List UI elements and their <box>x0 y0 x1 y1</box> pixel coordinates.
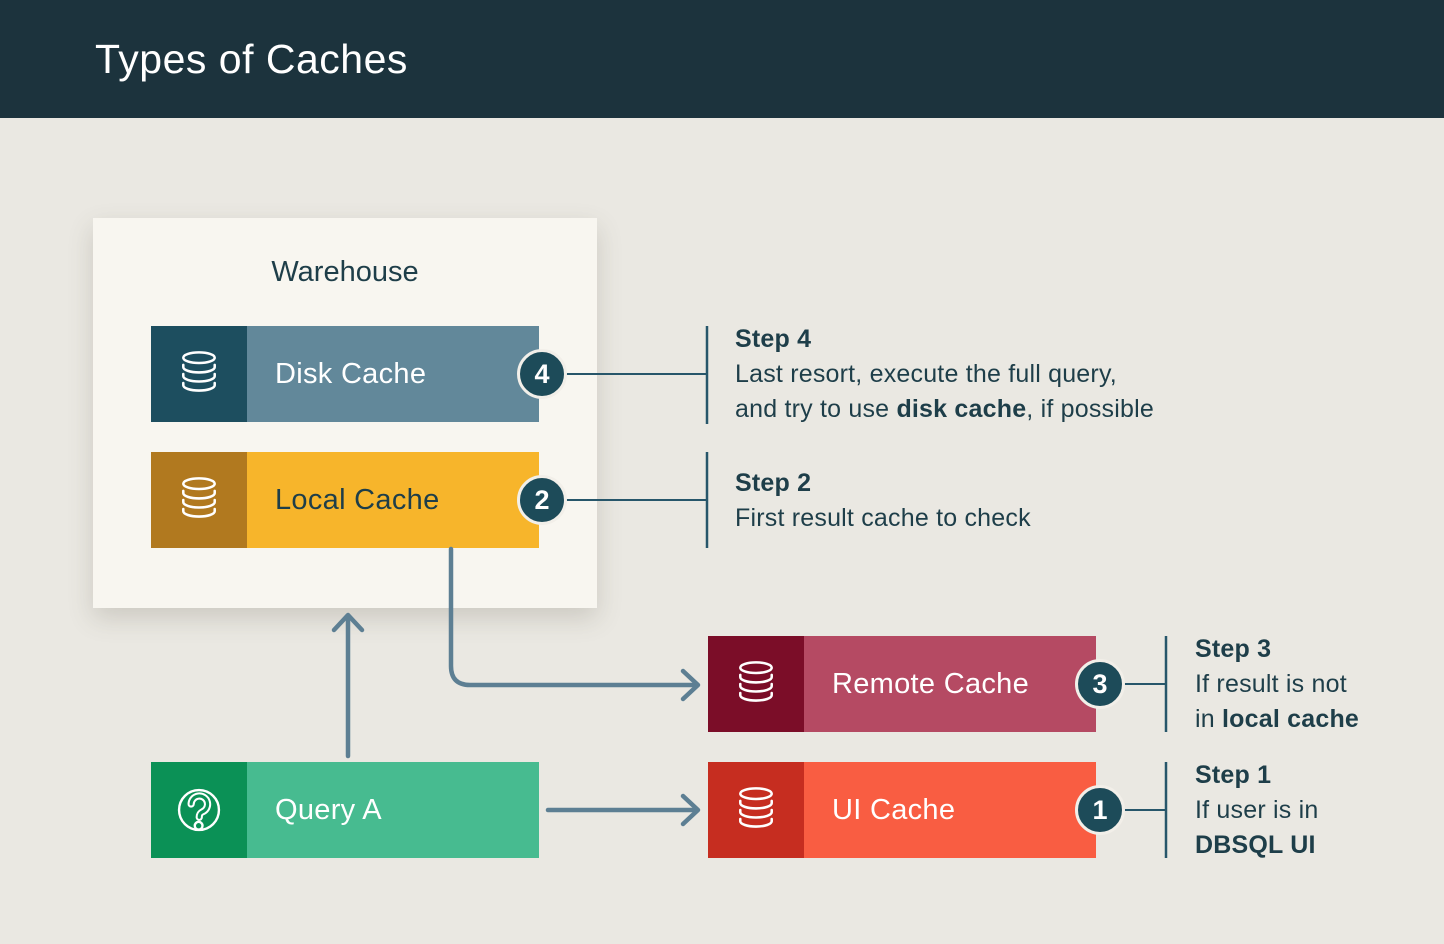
database-icon <box>151 452 247 548</box>
database-icon <box>708 636 804 732</box>
node-ui-cache: UI Cache <box>708 762 1096 858</box>
step-badge-2: 2 <box>517 475 567 525</box>
header-bar: Types of Caches <box>0 0 1444 118</box>
warehouse-label: Warehouse <box>271 256 419 288</box>
step4-title: Step 4 <box>735 325 812 353</box>
database-icon <box>708 762 804 858</box>
node-local-cache: Local Cache <box>151 452 539 548</box>
step-badge-3: 3 <box>1075 659 1125 709</box>
database-icon <box>151 326 247 422</box>
step1-title: Step 1 <box>1195 761 1272 789</box>
arrowhead-right-icon <box>680 793 701 827</box>
local-cache-label: Local Cache <box>275 483 440 516</box>
badge-connectors <box>563 373 1165 811</box>
node-remote-cache: Remote Cache <box>708 636 1096 732</box>
step4-annotation: Step 4 Last resort, execute the full que… <box>735 322 1154 427</box>
arrowhead-right-icon <box>680 668 701 702</box>
step3-annotation: Step 3 If result is not in local cache <box>1195 632 1359 737</box>
step3-line2: in local cache <box>1195 705 1360 733</box>
step2-title: Step 2 <box>735 469 812 497</box>
query-a-label: Query A <box>275 793 382 826</box>
step-badge-4: 4 <box>517 349 567 399</box>
page-title: Types of Caches <box>95 35 408 82</box>
arrowhead-up-icon <box>331 612 365 633</box>
step3-line1: If result is not <box>1195 670 1347 698</box>
step1-line2: DBSQL UI <box>1195 831 1316 859</box>
question-circle-icon <box>151 762 247 858</box>
disk-cache-label: Disk Cache <box>275 357 427 390</box>
step1-annotation: Step 1 If user is in DBSQL UI <box>1195 758 1318 863</box>
step3-title: Step 3 <box>1195 635 1272 663</box>
step4-line2: and try to use disk cache, if possible <box>735 395 1154 423</box>
step4-line1: Last resort, execute the full query, <box>735 360 1117 388</box>
step1-line1: If user is in <box>1195 796 1319 824</box>
remote-cache-label: Remote Cache <box>832 667 1030 700</box>
ui-cache-label: UI Cache <box>832 793 956 826</box>
node-disk-cache: Disk Cache <box>151 326 539 422</box>
step2-line1: First result cache to check <box>735 504 1031 532</box>
step2-annotation: Step 2 First result cache to check <box>735 466 1031 536</box>
node-query-a: Query A <box>151 762 539 858</box>
step-badge-1: 1 <box>1075 785 1125 835</box>
